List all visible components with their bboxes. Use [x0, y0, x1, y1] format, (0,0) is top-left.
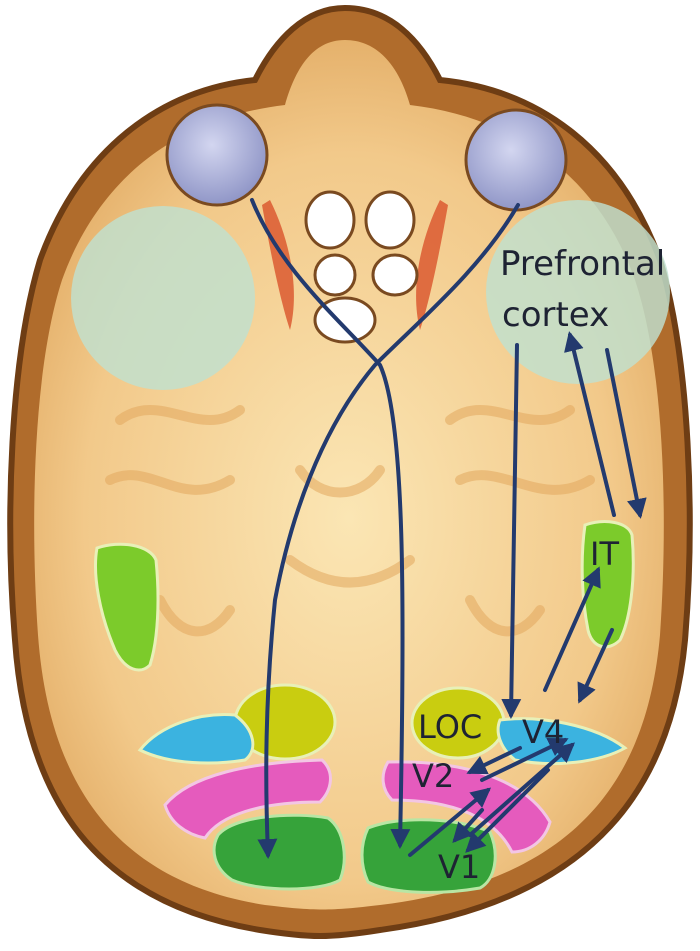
- label-it: IT: [590, 535, 619, 573]
- left-v1-region: [214, 815, 344, 889]
- label-v4: V4: [522, 713, 564, 751]
- label-v1: V1: [438, 848, 480, 886]
- label-loc: LOC: [418, 708, 482, 746]
- right-prefrontal-region: [486, 200, 670, 384]
- right-eye: [466, 110, 566, 210]
- left-eye: [167, 105, 267, 205]
- label-prefrontal-line1: Prefrontal: [500, 244, 665, 284]
- label-prefrontal-line2: cortex: [502, 295, 609, 335]
- label-v2: V2: [412, 757, 454, 795]
- left-prefrontal-region: [71, 206, 255, 390]
